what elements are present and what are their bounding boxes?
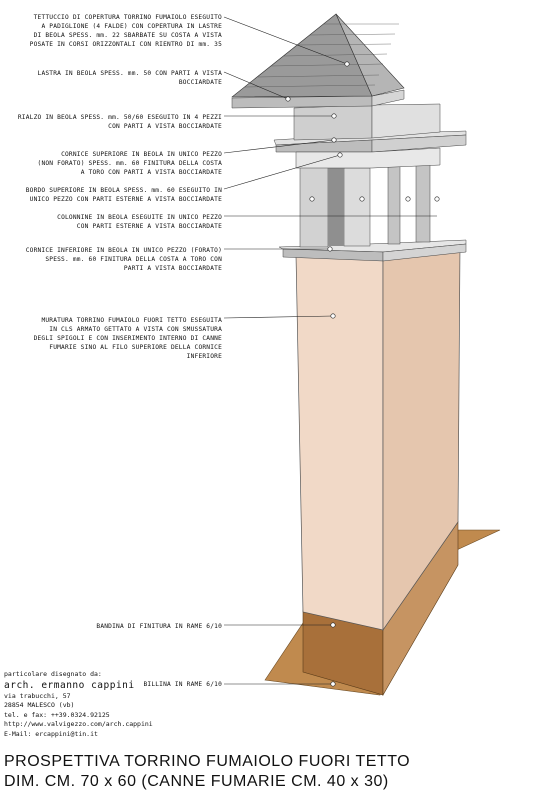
label-base-sheet: BILLINA IN RAME 6/10 — [143, 681, 222, 688]
credit-street: via trabucchi, 57 — [4, 691, 71, 700]
credit-web[interactable]: http://www.valvigezzo.com/arch.cappini — [4, 720, 153, 728]
slab-side — [371, 89, 405, 107]
title-line-1: PROSPETTIVA TORRINO FUMAIOLO FUORI TETTO — [4, 753, 411, 770]
label-masonry: MURATURA TORRINO FUMAIOLO FUORI TETTO ES… — [33, 317, 222, 360]
credit-phone: tel. e fax: ++39.0324.92125 — [4, 710, 110, 719]
lower-cornice-side — [382, 243, 467, 262]
credit-email[interactable]: E-Mail: ercappini@tin.it — [4, 729, 98, 738]
label-lower-cornice: CORNICE INFERIORE IN BEOLA IN UNICO PEZZ… — [25, 247, 222, 272]
label-roof: TETTUCCIO DI COPERTURA TORRINO FUMAIOLO … — [29, 14, 222, 48]
upper-cornice-side — [371, 134, 467, 153]
title-line-2: DIM. CM. 70 x 60 (CANNE FUMARIE CM. 40 x… — [4, 773, 389, 790]
label-slab: LASTRA IN BEOLA SPESS. mm. 50 CON PARTI … — [37, 70, 222, 86]
label-upper-edge: BORDO SUPERIORE IN BEOLA SPESS. mm. 60 E… — [25, 187, 222, 203]
riser-side — [371, 103, 441, 139]
credit-city: 28854 MALESCO (vb) — [4, 701, 75, 709]
column-front-right — [343, 167, 371, 247]
credit-intro: particolare disegnato da: — [4, 670, 102, 678]
credit-name: arch. ermanno cappini — [4, 679, 135, 691]
label-riser: RIALZO IN BEOLA SPESS. mm. 50/60 ESEGUIT… — [17, 114, 222, 130]
roof-slate-courses — [244, 23, 399, 88]
drawing-title: PROSPETTIVA TORRINO FUMAIOLO FUORI TETTO… — [4, 752, 410, 792]
author-credits: particolare disegnato da: arch. ermanno … — [4, 670, 153, 739]
label-columns: COLONNINE IN BEOLA ESEGUITE IN UNICO PEZ… — [57, 214, 222, 230]
label-upper-cornice: CORNICE SUPERIORE IN BEOLA IN UNICO PEZZ… — [37, 151, 222, 176]
label-flashing-band: BANDINA DI FINITURA IN RAME 6/10 — [96, 623, 222, 630]
flue-dark-gap — [328, 168, 344, 246]
